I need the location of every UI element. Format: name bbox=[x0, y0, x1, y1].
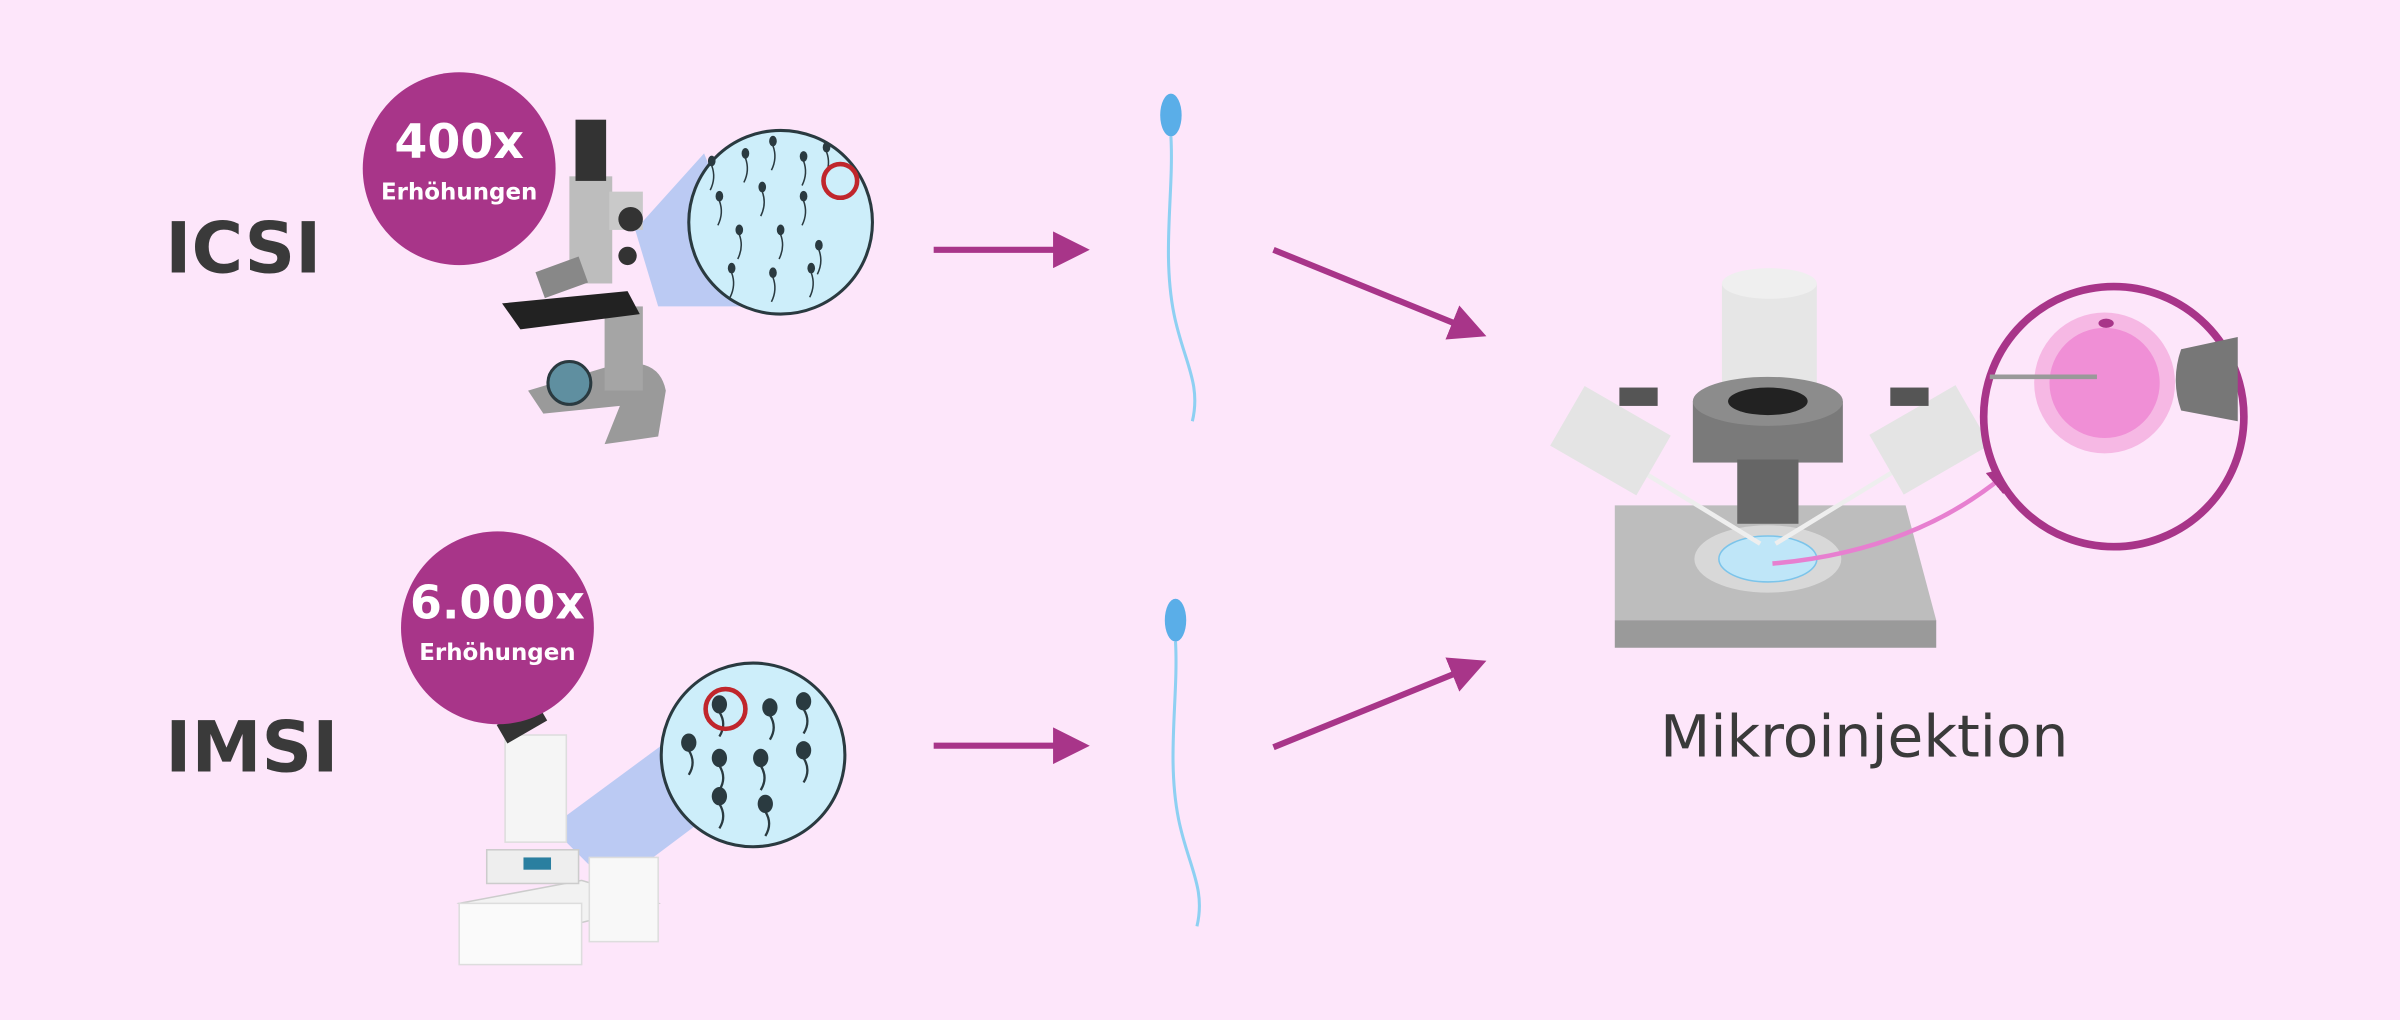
selection-circle bbox=[703, 686, 748, 732]
arrow-icsi-to-injection bbox=[1272, 246, 1487, 340]
svg-text:Erhöhungen: Erhöhungen bbox=[419, 640, 575, 666]
method-label-icsi: ICSI bbox=[165, 208, 321, 290]
sample-view-icsi bbox=[687, 128, 874, 316]
magnification-badge-imsi: 6.000x Erhöhungen bbox=[401, 531, 594, 725]
sample-view-imsi bbox=[659, 661, 847, 849]
method-label-imsi: IMSI bbox=[165, 707, 338, 789]
magnification-badge-icsi: 400x Erhöhungen bbox=[362, 72, 556, 266]
result-label: Mikroinjektion bbox=[1660, 702, 2068, 770]
svg-text:6.000x: 6.000x bbox=[410, 576, 585, 630]
microinjection-setup bbox=[1550, 268, 2016, 648]
selection-circle bbox=[821, 161, 860, 201]
arrow-imsi-to-injection bbox=[1272, 657, 1487, 751]
svg-text:400x: 400x bbox=[394, 115, 524, 170]
svg-text:Erhöhungen: Erhöhungen bbox=[381, 179, 537, 205]
oocyte-injection-zoom bbox=[1979, 282, 2248, 551]
